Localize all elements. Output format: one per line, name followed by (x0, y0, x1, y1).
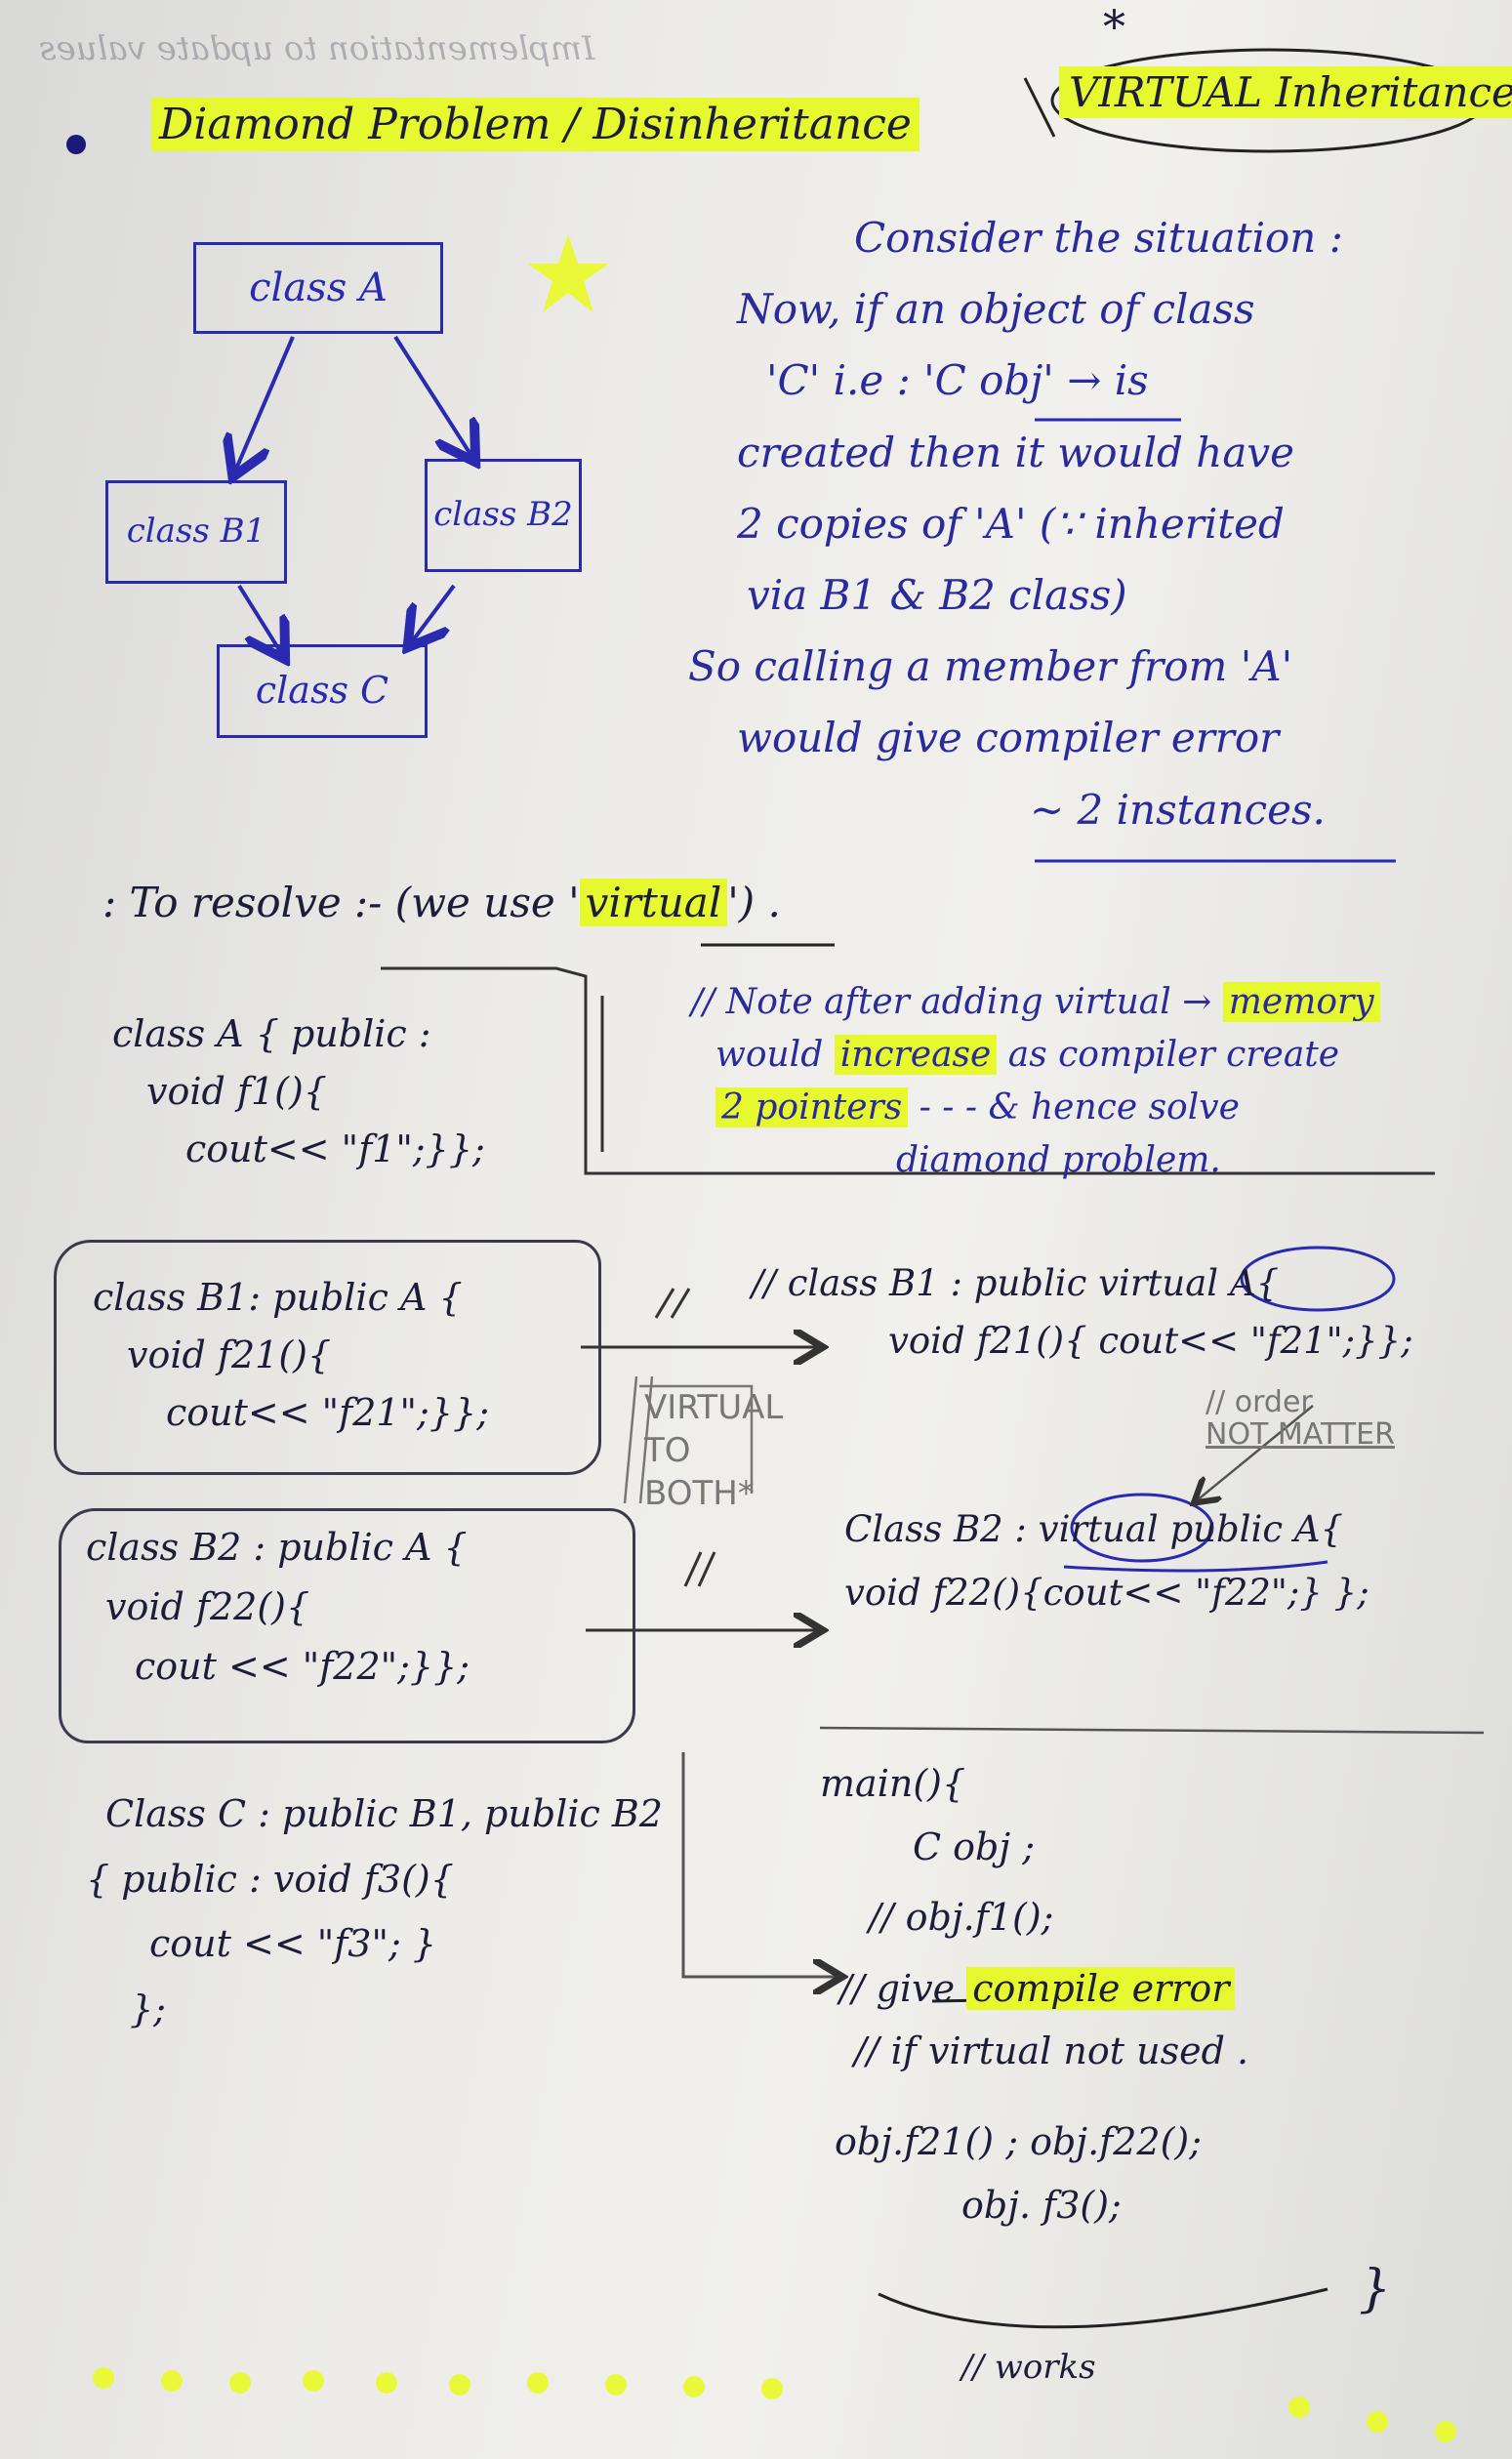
explanation-line: would give compiler error (737, 714, 1280, 762)
code-class-b1: class B1: public A { void f21(){ cout<< … (93, 1269, 489, 1442)
note-highlight: 2 pointers (715, 1087, 909, 1127)
class-a-box: class A (193, 242, 443, 334)
note-text: as compiler create (997, 1035, 1340, 1075)
explanation-line: 2 copies of 'A' (∵ inherited (737, 499, 1285, 548)
explanation-line: ~ 2 instances. (1030, 785, 1326, 834)
main-closing-brace: } (1359, 2260, 1392, 2318)
arrow-a-b1 (234, 336, 295, 473)
code-line: cout << "f3"; } (149, 1922, 436, 1965)
code-b2-virtual: Class B2 : virtual public A{ void f22(){… (844, 1498, 1369, 1625)
code-line: obj.f21() ; obj.f22(); (835, 2119, 1203, 2163)
resolve-keyword: virtual (579, 879, 728, 926)
code-line: class A { public : (112, 1012, 431, 1055)
code-class-b2: class B2 : public A { void f22(){ cout <… (86, 1518, 470, 1696)
code-line: cout << "f22";}}; (135, 1644, 470, 1688)
note-text: // Note after adding virtual → (691, 982, 1223, 1022)
virtual-inheritance-title: VIRTUAL Inheritance (1059, 66, 1512, 118)
main-block: main(){ C obj ; // obj.f1(); // give com… (820, 1752, 1248, 2236)
explanation-text: Consider the situation : Now, if an obje… (688, 205, 1343, 842)
order-note-line: NOT MATTER (1206, 1417, 1395, 1452)
class-b2-box: class B2 (425, 459, 582, 572)
highlight-star (527, 234, 609, 312)
explanation-line: So calling a member from 'A' (688, 642, 1293, 691)
note-highlight: memory (1222, 982, 1380, 1022)
compile-error-highlight: compile error (966, 1966, 1236, 2010)
code-class-a: class A { public : void f1(){ cout<< "f1… (112, 1005, 485, 1178)
code-class-c: Class C : public B1, public B2 { public … (86, 1782, 663, 2041)
note-block: // Note after adding virtual → memory wo… (691, 976, 1380, 1187)
arrow-a-b2 (393, 335, 473, 459)
explanation-line: Consider the situation : (854, 214, 1343, 262)
code-text: // class B1 : public (752, 1262, 1099, 1304)
virtual-to-both-note: VIRTUAL TO BOTH* (644, 1388, 784, 1514)
code-line: C obj ; (913, 1824, 1036, 1868)
explanation-line: Now, if an object of class (737, 285, 1255, 334)
explanation-line: created then it would have (737, 428, 1294, 476)
code-line: }; (130, 1987, 166, 2030)
code-line: Class C : public B1, public B2 (105, 1792, 663, 1835)
code-line: cout<< "f21";}}; (166, 1390, 489, 1434)
code-line: // obj.f1(); (869, 1896, 1054, 1940)
code-line: void f22(){cout<< "f22";} }; (844, 1571, 1369, 1614)
explanation-line: 'C' i.e : 'C obj' → is (766, 356, 1149, 405)
code-line: { public : void f3(){ (86, 1857, 454, 1901)
cloud-b1 (54, 1240, 601, 1475)
virtual-keyword: virtual (1098, 1262, 1219, 1304)
cloud-b2 (59, 1508, 635, 1743)
note-text: diamond problem. (896, 1140, 1221, 1180)
note-text: would (715, 1035, 835, 1075)
code-text: Class B2 : (844, 1508, 1039, 1550)
class-b1-box: class B1 (105, 480, 287, 584)
code-text: // give (839, 1966, 967, 2010)
code-text: public A{ (1158, 1508, 1344, 1550)
code-line: void f1(){ (146, 1069, 327, 1113)
code-line: void f21(){ cout<< "f21";}}; (888, 1320, 1413, 1363)
code-text: A{ (1218, 1262, 1280, 1304)
code-line: void f22(){ (105, 1584, 310, 1628)
note-text: - - - & hence solve (908, 1087, 1240, 1127)
resolve-suffix: ') . (727, 879, 781, 926)
code-line: class B2 : public A { (86, 1526, 468, 1569)
explanation-line: via B1 & B2 class) (747, 570, 1127, 619)
bullet-dot (66, 135, 86, 154)
note-highlight: increase (834, 1035, 998, 1075)
resolve-line: : To resolve :- (we use 'virtual') . (102, 879, 781, 926)
code-b1-virtual: // class B1 : public virtual A{ void f21… (752, 1254, 1413, 1370)
code-line: obj. f3(); (961, 2183, 1122, 2227)
code-line: // if virtual not used . (854, 2029, 1249, 2073)
resolve-prefix: : To resolve :- (we use ' (102, 879, 580, 926)
code-line: class B1: public A { (93, 1276, 463, 1319)
code-line: void f21(){ (127, 1332, 332, 1376)
code-line: main(){ (820, 1762, 966, 1805)
class-c-box: class C (217, 644, 428, 738)
page-title: Diamond Problem / Disinheritance (151, 98, 919, 151)
order-note: // order NOT MATTER (1206, 1386, 1395, 1451)
star-mark: * (1103, 0, 1125, 53)
bleed-through-text: Implementation to update values (39, 29, 595, 68)
arrow-b2-c (410, 584, 456, 644)
virtual-keyword: virtual (1038, 1508, 1159, 1550)
order-note-line: // order (1206, 1385, 1313, 1419)
works-note: // works (961, 2348, 1096, 2387)
code-line: cout<< "f1";}}; (185, 1127, 485, 1170)
